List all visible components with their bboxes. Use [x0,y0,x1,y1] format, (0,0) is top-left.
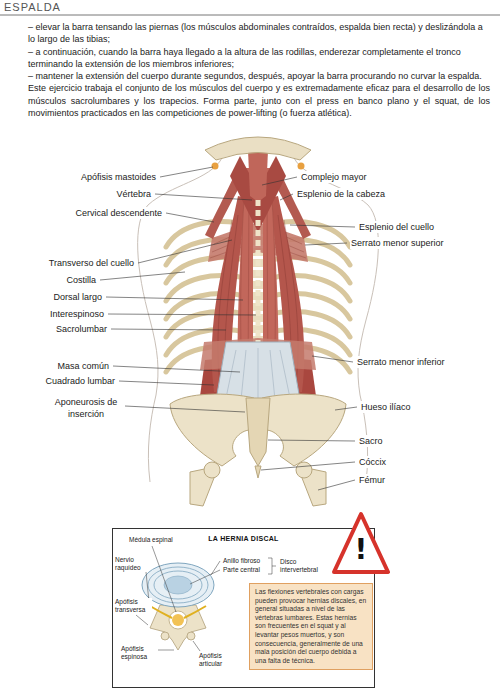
inset-part-label: Anillo fibroso [222,557,261,565]
part-label: Sacro [358,435,384,447]
part-label: Serrato menor superior [350,237,445,249]
part-label: Apófisis mastoides [80,171,157,183]
body-paragraph: – elevar la barra tensando las piernas (… [28,21,490,46]
part-label: Sacrolumbar [55,323,108,335]
part-label: Transverso del cuello [48,257,135,269]
part-label: Fémur [358,474,386,486]
part-label: Esplenio de la cabeza [296,188,386,200]
header-rule [0,15,500,16]
part-label: Serrato menor inferior [356,356,446,368]
part-label: Cervical descendente [74,207,163,219]
inset-part-label: Apófisis transversa [114,598,152,613]
part-label: Cóccix [358,456,387,468]
part-label: Complejo mayor [300,171,368,183]
skull-base [205,137,311,170]
part-label: Aponeurosis de inserción [50,396,122,420]
inset-part-label: Apófisis articular [198,652,240,667]
vertebra-top-view [142,563,214,650]
warning-note: Las flexiones vertebrales con cargas pue… [249,583,373,670]
part-label: Interespinoso [49,308,105,320]
pelvis [170,394,346,506]
part-label: Dorsal largo [52,291,103,303]
page-heading: ESPALDA [4,1,61,14]
part-label: Hueso ilíaco [360,401,412,413]
body-paragraph: – a continuación, cuando la barra haya l… [28,46,490,71]
part-label: Vértebra [115,188,152,200]
inset-part-label: Parte central [222,566,261,574]
inset-part-label: Médula espinal [128,536,174,544]
body-paragraph: – mantener la extensión del cuerpo duran… [28,70,490,82]
part-label: Esplenio del cuello [358,221,435,233]
text-column: – elevar la barra tensando las piernas (… [28,21,490,119]
inset-part-label: Apófisis espinosa [120,645,158,660]
inset-part-label: Disco intervertebral [279,558,327,573]
note-text: Las flexiones vertebrales con cargas pue… [255,588,367,665]
part-label: Masa común [56,360,110,372]
warning-mark: ! [332,535,390,565]
inset-part-label: Nervio raquídeo [114,556,150,571]
spinous-processes [256,200,261,345]
part-label: Costilla [65,274,97,286]
part-label: Cuadrado lumbar [44,375,116,387]
warning-triangle: ! [332,511,390,575]
body-paragraph: Este ejercicio trabaja el conjunto de lo… [28,82,490,119]
